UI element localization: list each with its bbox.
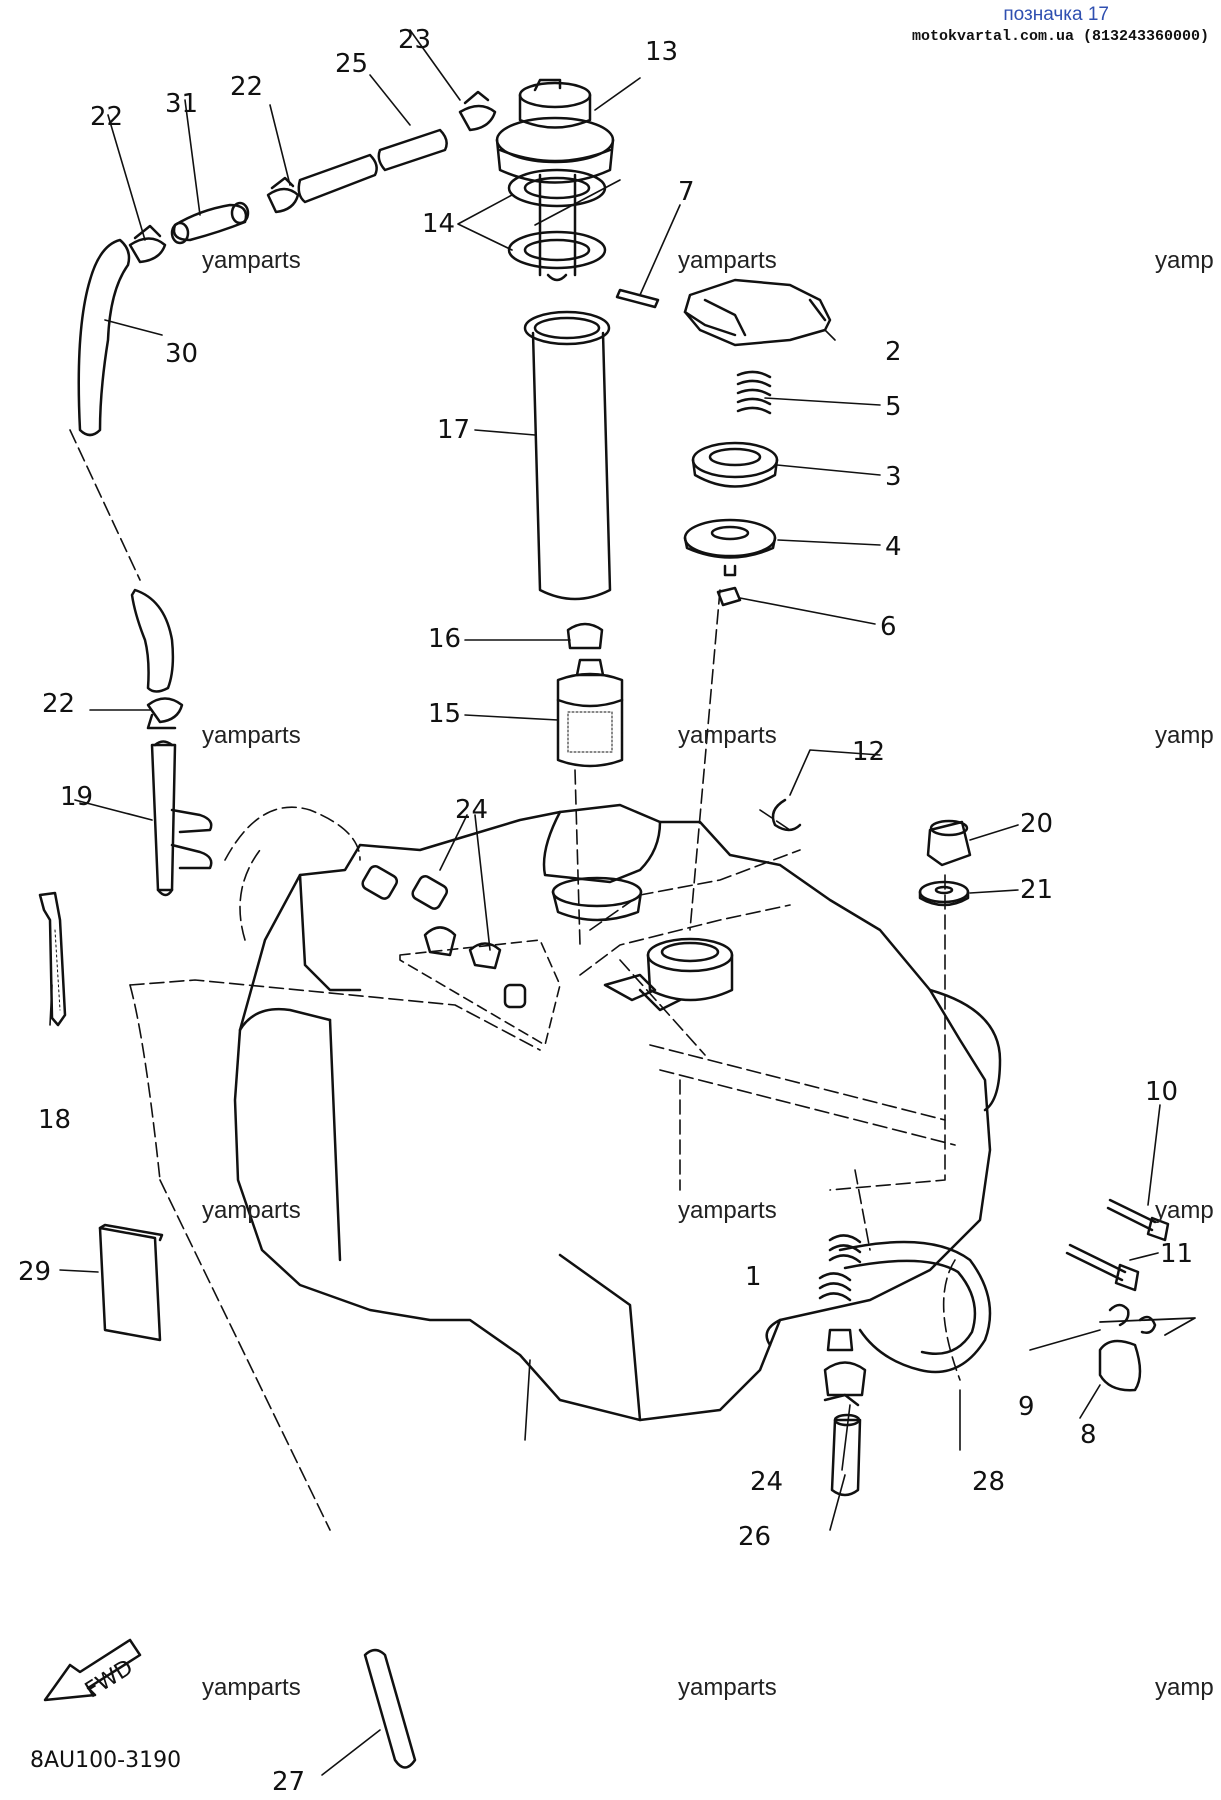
hose-part-27 [363, 1648, 417, 1769]
callout-22-a: 22 [90, 102, 123, 132]
callout-20: 20 [1020, 809, 1053, 839]
hose-part-28 [818, 1234, 992, 1374]
watermark: yamparts [202, 247, 301, 274]
hose-part-26 [830, 1413, 862, 1497]
vent-hose-lower [130, 588, 175, 693]
callout-9: 9 [1018, 1392, 1035, 1422]
fwd-arrow-icon [43, 1638, 142, 1702]
callout-12: 12 [852, 737, 885, 767]
pad-part [98, 1223, 164, 1342]
callout-16: 16 [428, 624, 461, 654]
fuel-cap-part [683, 278, 832, 347]
diagram-code: 8AU100-3190 [30, 1748, 181, 1773]
circlip-part [771, 798, 802, 832]
callout-22-b: 22 [230, 72, 263, 102]
watermark-clipped: yamp [1155, 722, 1214, 749]
callout-11: 11 [1160, 1239, 1193, 1269]
site-caption: motokvartal.com.ua (813243360000) [911, 28, 1209, 45]
watermark: yamparts [678, 247, 777, 274]
spring-part [736, 370, 772, 415]
damper-part [1098, 1339, 1142, 1392]
callout-8: 8 [1080, 1420, 1097, 1450]
callout-17: 17 [437, 415, 470, 445]
strap-part [38, 891, 67, 1027]
small-nut-part [716, 586, 742, 607]
callout-1: 1 [745, 1262, 762, 1292]
watermark: yamparts [678, 1197, 777, 1224]
clamp-part-22a [128, 224, 167, 264]
callout-24-b: 24 [750, 1467, 783, 1497]
callout-29: 29 [18, 1257, 51, 1287]
callout-27: 27 [272, 1767, 305, 1797]
callout-30: 30 [165, 339, 198, 369]
watermark-clipped: yamp [1155, 247, 1214, 274]
callout-15: 15 [428, 699, 461, 729]
watermark-clipped: yamp [1155, 1674, 1214, 1701]
filler-tube-part [523, 310, 612, 601]
callout-13: 13 [645, 37, 678, 67]
leader-lines [49, 29, 1161, 1776]
joint-part [170, 201, 250, 245]
pin-part [615, 288, 660, 309]
t-joint-part [150, 740, 213, 897]
bolt-part-10 [1106, 1198, 1170, 1242]
tank-fittings-block [361, 865, 561, 1046]
fuel-tank-part [233, 803, 1002, 1422]
watermark: yamparts [202, 1674, 301, 1701]
callout-4: 4 [885, 532, 902, 562]
clip-part [566, 622, 604, 650]
callout-25: 25 [335, 49, 368, 79]
callout-5: 5 [885, 392, 902, 422]
callout-14: 14 [422, 209, 455, 239]
seal-rings-part [507, 168, 607, 282]
projection-lines [69, 429, 961, 1531]
callout-26: 26 [738, 1522, 771, 1552]
clamp-part-22b [266, 176, 300, 214]
callout-22-c: 22 [42, 689, 75, 719]
callout-31: 31 [165, 89, 198, 119]
clamp-part-23 [458, 90, 497, 132]
callout-19: 19 [60, 782, 93, 812]
clips-part [1108, 1303, 1157, 1334]
callout-18: 18 [38, 1105, 71, 1135]
watermark: yamparts [202, 1197, 301, 1224]
bolt-part-11 [1065, 1243, 1140, 1292]
cap-seat-part [691, 441, 779, 488]
callout-21: 21 [1020, 875, 1053, 905]
watermark: yamparts [678, 1674, 777, 1701]
callout-3: 3 [885, 462, 902, 492]
callout-28: 28 [972, 1467, 1005, 1497]
callout-6: 6 [880, 612, 897, 642]
callout-2: 2 [885, 337, 902, 367]
watermark: yamparts [678, 722, 777, 749]
filter-top-part [495, 78, 615, 184]
gasket-part [683, 518, 777, 577]
drain-fitting [823, 1328, 867, 1407]
page-title: позначка 17 [1003, 4, 1109, 25]
vent-hose-part [77, 238, 131, 437]
watermark: yamparts [202, 722, 301, 749]
filler-neck-on-tank [603, 937, 734, 1012]
callout-10: 10 [1145, 1077, 1178, 1107]
callout-7: 7 [678, 177, 695, 207]
nut-part [926, 819, 972, 867]
strainer-part [556, 658, 624, 768]
washer-part [918, 880, 970, 907]
hose-part-25 [297, 128, 448, 204]
callout-24-a: 24 [455, 795, 488, 825]
watermark-clipped: yamp [1155, 1197, 1214, 1224]
clamp-part-22c [146, 697, 184, 730]
callout-23: 23 [398, 25, 431, 55]
